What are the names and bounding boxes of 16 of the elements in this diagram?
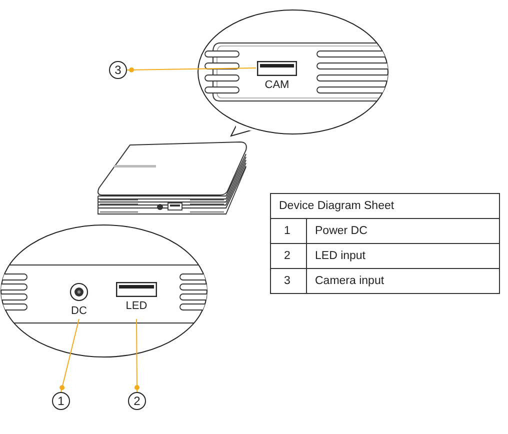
callout-number: 1	[52, 392, 70, 410]
port-label: CAM	[264, 79, 290, 91]
table-cell-text: 2	[283, 249, 292, 264]
table-cell: Power DC	[306, 219, 499, 243]
table-cell: LED input	[306, 244, 499, 268]
leader-line	[134, 318, 140, 392]
callout-number: 3	[109, 61, 127, 79]
table-cell-text: 1	[283, 224, 292, 239]
leader-line	[60, 318, 80, 392]
port-label: LED	[126, 300, 148, 312]
table-header: Device Diagram Sheet	[278, 199, 396, 214]
table-cell: Camera input	[306, 269, 499, 293]
table-cell-text: 3	[283, 274, 292, 289]
port-label: DC	[71, 305, 87, 317]
leader-line	[126, 67, 256, 72]
callout-number: 2	[128, 392, 146, 410]
